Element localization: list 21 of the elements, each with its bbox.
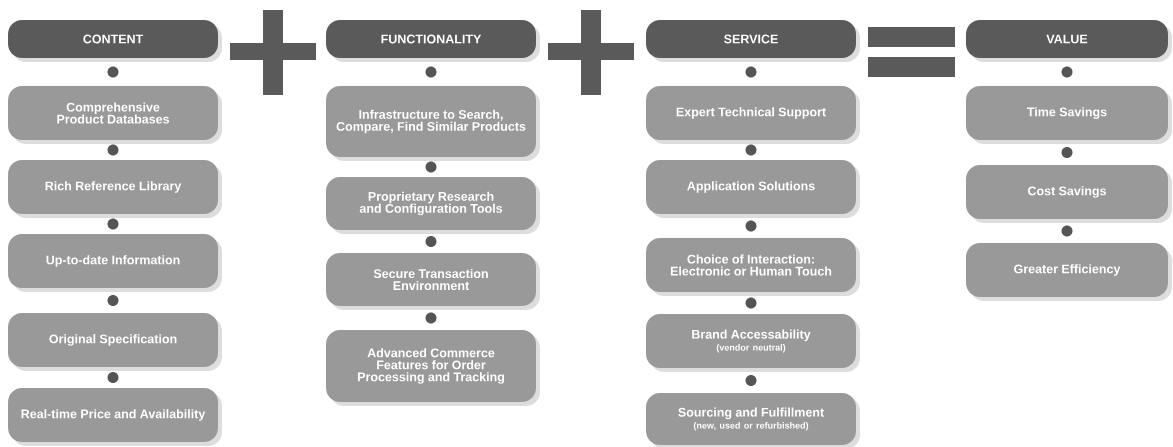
item-box: Sourcing and Fulfillment (new, used or refurbished) bbox=[646, 393, 860, 447]
item-box: Rich Reference Library bbox=[8, 160, 222, 218]
header-pill: FUNCTIONALITY bbox=[326, 20, 540, 62]
item-box: Expert Technical Support bbox=[646, 86, 860, 144]
item-box: Infrastructure to Search, Compare, Find Similar Products bbox=[326, 86, 540, 161]
item-box: Secure Transaction Environment bbox=[326, 253, 540, 310]
item-box: Up-to-date Information bbox=[8, 234, 222, 292]
header-pill: CONTENT bbox=[8, 20, 222, 62]
item-box: Choice of Interaction: Electronic or Human Touch bbox=[646, 238, 860, 296]
item-box: Advanced Commerce Features for Order Processing and Tracking bbox=[326, 330, 540, 406]
item-box: Original Specification bbox=[8, 313, 222, 371]
header-pill: VALUE bbox=[966, 20, 1172, 62]
item-box: Brand Accessability (vendor neutral) bbox=[646, 314, 860, 372]
item-box: Cost Savings bbox=[966, 165, 1172, 223]
item-box: Comprehensive Product Databases bbox=[8, 86, 222, 144]
item-box: Real-time Price and Availability bbox=[8, 388, 222, 446]
header-pill: SERVICE bbox=[646, 20, 860, 62]
item-box: Time Savings bbox=[966, 86, 1172, 144]
item-box: Proprietary Research and Configuration Tools bbox=[326, 177, 540, 234]
item-box: Application Solutions bbox=[646, 160, 860, 218]
item-box: Greater Efficiency bbox=[966, 243, 1172, 301]
